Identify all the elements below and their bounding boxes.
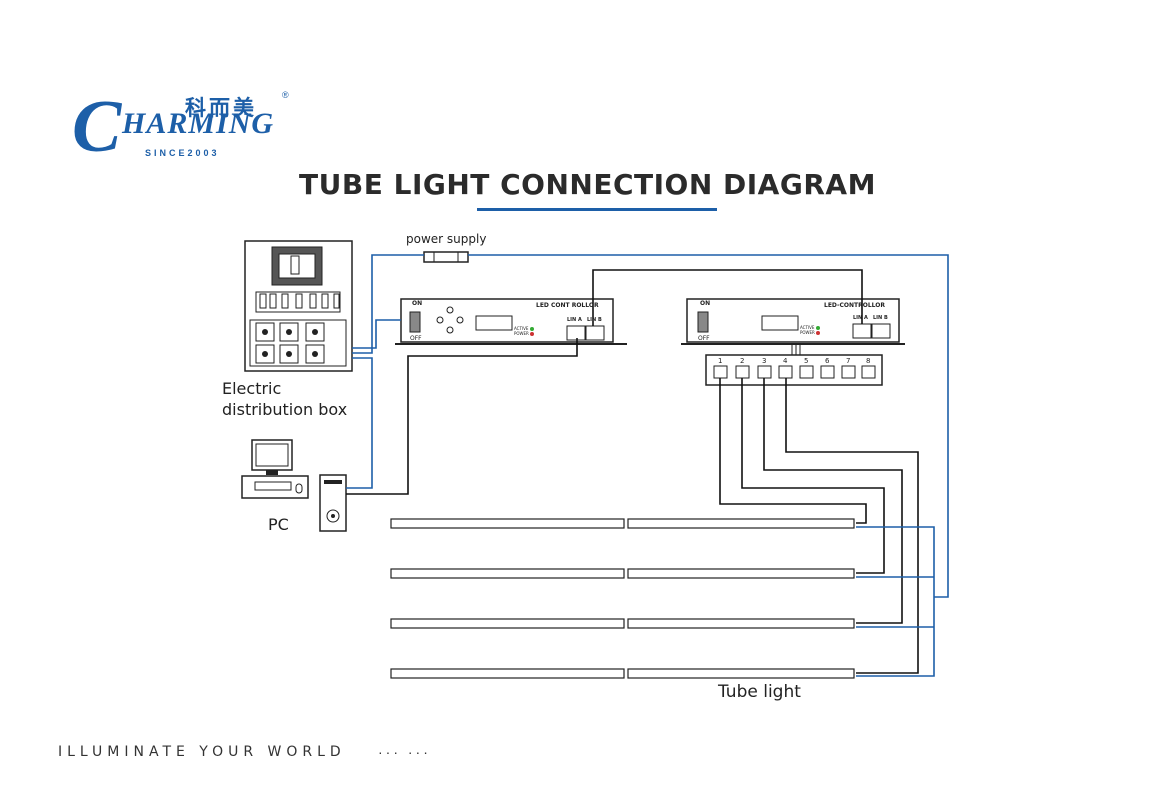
- controller-left-port-a: LIN A: [567, 317, 582, 323]
- controller-right-power: POWER: [800, 330, 815, 335]
- splitter-port-label: 5: [804, 357, 809, 365]
- splitter-port-label: 1: [718, 357, 723, 365]
- controller-right-port-a: LIN A: [853, 315, 868, 321]
- controller-left-title: LED CONT ROLLOR: [536, 302, 599, 309]
- logo-chinese: 科而美: [185, 96, 257, 120]
- footer-tagline: ILLUMINATE YOUR WORLD: [58, 744, 346, 760]
- pc-label: PC: [268, 515, 289, 534]
- logo-letter: C: [72, 86, 122, 168]
- tube-row-1: [390, 518, 855, 529]
- tube-lights: [390, 518, 855, 679]
- controller-right: [681, 298, 905, 345]
- distribution-box-label: Electric distribution box: [222, 379, 348, 419]
- controller-right-off: OFF: [698, 335, 710, 342]
- logo-since: SINCE2003: [145, 148, 220, 158]
- brand-logo: C HARMING 科而美 ® SINCE2003: [72, 90, 302, 165]
- logo-word: HARMING: [122, 107, 275, 140]
- tube-row-3: [390, 618, 855, 629]
- page-title: TUBE LIGHT CONNECTION DIAGRAM: [299, 168, 876, 201]
- controller-right-on: ON: [700, 300, 711, 307]
- registered-mark: ®: [282, 90, 289, 100]
- tube-light-label: Tube light: [718, 682, 801, 702]
- signal-splitter: [705, 344, 883, 386]
- footer-dots: ··· ···: [378, 744, 431, 760]
- splitter-port-label: 8: [866, 357, 871, 365]
- controller-left-off: OFF: [410, 335, 422, 342]
- controller-left-active: ACTIVE: [514, 326, 529, 331]
- splitter-port-label: 2: [740, 357, 745, 365]
- title-underline: [477, 208, 717, 211]
- controller-left-on: ON: [412, 300, 423, 307]
- splitter-port-label: 6: [825, 357, 830, 365]
- controller-right-port-b: LIN B: [873, 315, 888, 321]
- controller-left-power: POWER: [514, 331, 529, 336]
- splitter-port-label: 7: [846, 357, 851, 365]
- power-supply: [423, 251, 469, 263]
- controller-left: [395, 298, 627, 345]
- tube-row-4: [390, 668, 855, 679]
- splitter-port-label: 3: [762, 357, 767, 365]
- controller-right-title: LED-CONTROLLOR: [824, 302, 885, 309]
- splitter-port-label: 4: [783, 357, 788, 365]
- controller-left-port-b: LIN B: [587, 317, 602, 323]
- distribution-box: [244, 240, 353, 372]
- controller-right-active: ACTIVE: [800, 325, 815, 330]
- data-wires: [346, 269, 919, 674]
- tube-row-2: [390, 568, 855, 579]
- power-wires: [346, 254, 949, 677]
- pc-computer: [241, 439, 347, 532]
- power-supply-label: power supply: [406, 232, 487, 246]
